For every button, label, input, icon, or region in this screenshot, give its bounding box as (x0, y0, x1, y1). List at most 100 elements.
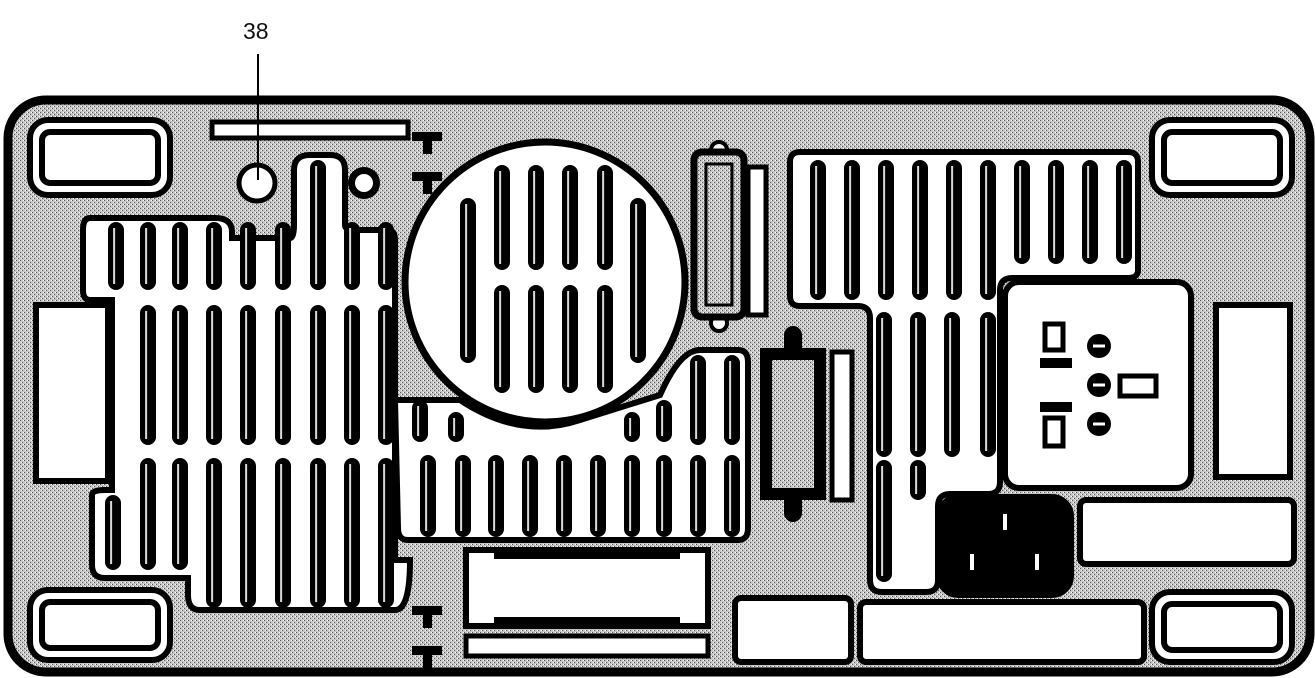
vent-slot-highlight (383, 464, 386, 602)
vent-slot-highlight (315, 311, 318, 439)
fan-grille-slot (494, 165, 510, 270)
left-vent-slot (378, 222, 394, 290)
ground-stem (423, 646, 432, 668)
db-connector-middle (760, 326, 826, 522)
vent-slot-highlight (145, 311, 148, 439)
center-vent-bottom-slot (656, 455, 672, 537)
center-vent-bottom-slot (522, 455, 538, 537)
vent-slot-highlight (349, 228, 352, 284)
left-vent-slot (275, 222, 291, 290)
right-vent-middle-slot (876, 312, 892, 457)
vent-slot-highlight (561, 461, 564, 531)
foot-top-right (1149, 117, 1295, 198)
left-vent-slot (108, 222, 124, 290)
vent-slot-highlight (635, 204, 638, 357)
vent-slot-highlight (595, 461, 598, 531)
left-vent-slot (206, 458, 222, 608)
fan-grille-slot (562, 285, 578, 393)
right-vent-middle-slot (944, 312, 960, 457)
round-port-2-center (355, 174, 373, 192)
screw-slot-2 (1093, 383, 1105, 387)
foot-inner (39, 129, 161, 186)
label-bottom-small (732, 595, 854, 665)
ground-symbol-top-2 (412, 172, 442, 194)
vent-slot-highlight (602, 171, 605, 264)
vent-slot-highlight (567, 171, 570, 264)
vent-slot-highlight (280, 228, 283, 284)
fan-grille-slot (597, 285, 613, 393)
vent-slot-highlight (460, 461, 463, 531)
center-vent-bottom-slot (420, 455, 436, 537)
center-vent-bottom-slot (455, 455, 471, 537)
right-vent-top-slot (878, 160, 894, 300)
foot-inner (1161, 129, 1283, 186)
label-bottom-center (857, 599, 1147, 665)
right-vent-low-slot (910, 460, 926, 500)
ground-symbol-bottom-2 (412, 646, 442, 668)
vent-slot-highlight (145, 464, 148, 564)
right-vent-top-slot (844, 160, 860, 300)
right-vent-top-slot (980, 160, 996, 300)
vent-slot-highlight (280, 464, 283, 602)
ground-stem (423, 172, 432, 194)
screw-slot-3 (1093, 422, 1105, 426)
vent-slot-highlight (315, 464, 318, 602)
vent-slot-highlight (729, 461, 732, 531)
ground-stem (423, 132, 432, 154)
vent-slot-highlight (951, 166, 954, 294)
left-vent-slot (378, 305, 394, 445)
left-vent-slot (172, 222, 188, 290)
outlet-side-slot (1117, 373, 1159, 399)
right-vent-top-slot (1014, 160, 1030, 264)
vent-slot-highlight (499, 171, 502, 264)
fan-grille-slot (562, 165, 578, 270)
left-vent-slot (275, 458, 291, 608)
connector-face (772, 360, 814, 488)
vent-slot-highlight (145, 228, 148, 284)
vent-slot-highlight (985, 318, 988, 451)
vent-slot-highlight (567, 291, 570, 387)
outlet-pin-1 (1042, 321, 1066, 353)
right-vent-top-slot (912, 160, 928, 300)
left-vent-slot (344, 305, 360, 445)
center-vent-short-slot (656, 400, 672, 442)
fan-grille-slot (528, 165, 544, 270)
vent-slot-highlight (177, 311, 180, 439)
narrow-slot (463, 633, 711, 659)
card-slot-rail-bottom (494, 617, 680, 623)
vent-slot-highlight (695, 361, 698, 439)
foot-bottom-right (1149, 589, 1295, 665)
vent-slot-highlight (917, 166, 920, 294)
foot-inner (1161, 601, 1283, 653)
vent-slot-highlight (661, 406, 664, 436)
left-vent-slot (105, 495, 121, 570)
center-vent-bottom-slot (624, 455, 640, 537)
ground-symbol-bottom-1 (412, 606, 442, 628)
iec-pin-line (970, 554, 974, 570)
center-vent-bottom-slot (488, 455, 504, 537)
vent-slot-highlight (245, 464, 248, 602)
vent-slot-highlight (533, 171, 536, 264)
vent-slot-highlight (349, 464, 352, 602)
left-vent-tall-slot (310, 160, 326, 290)
outlet-pin-2 (1042, 415, 1066, 449)
vent-slot-highlight (985, 166, 988, 294)
left-vent-slot (344, 458, 360, 608)
vent-slot-highlight (383, 311, 386, 439)
right-vent-top-slot (1082, 160, 1098, 264)
vent-slot-highlight (1019, 166, 1022, 258)
vent-slot-highlight (883, 166, 886, 294)
vent-slot-highlight (661, 461, 664, 531)
vent-slot-highlight (849, 166, 852, 294)
fan-grille-slot (630, 198, 646, 363)
ground-stem (423, 606, 432, 628)
outlet-pin-bar-2 (1040, 402, 1072, 412)
left-vent-slot (344, 222, 360, 290)
right-vent-top-slot (810, 160, 826, 300)
vent-slot-highlight (245, 228, 248, 284)
vent-slot-highlight (177, 464, 180, 564)
vent-slot-highlight (315, 166, 318, 284)
left-vent-slot (240, 458, 256, 608)
center-vent-tall-slot (724, 355, 740, 445)
